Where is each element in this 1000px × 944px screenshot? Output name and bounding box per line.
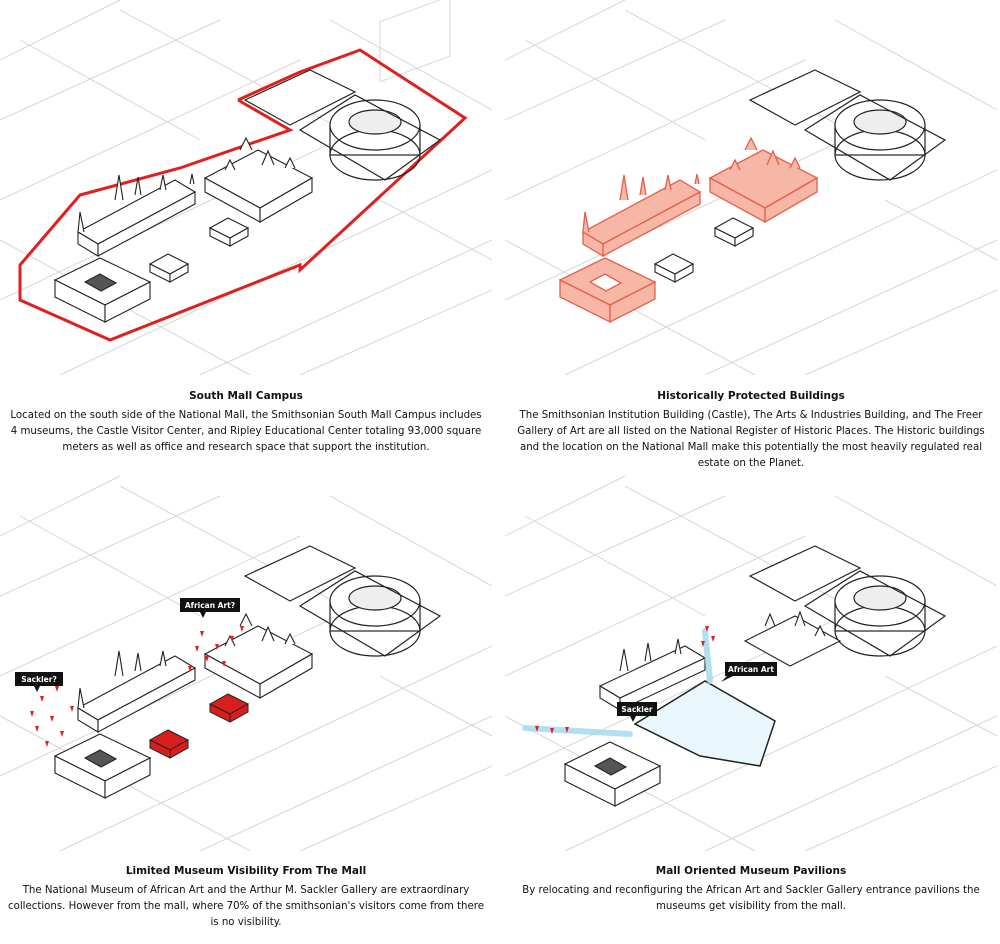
pavilion-african-art-red: [208, 693, 250, 723]
castle-building: [598, 638, 707, 711]
label-sackler: Sackler: [617, 702, 657, 722]
freer-gallery: [563, 741, 662, 807]
svg-text:Sackler?: Sackler?: [21, 675, 57, 684]
campus-map-diagram: African Art? Sackler?: [0, 476, 492, 851]
visitor-flow-paths: [522, 628, 713, 737]
campus-map-diagram: [0, 0, 492, 375]
arts-industries-building-highlight: [708, 136, 819, 224]
new-mall-plaza: [633, 680, 776, 767]
freer-gallery: [53, 733, 152, 799]
pavilion-sackler-red: [148, 729, 190, 759]
panel-title: Limited Museum Visibility From The Mall: [125, 865, 367, 877]
panel-description: Located on the south side of the Nationa…: [10, 410, 482, 453]
castle-building: [76, 650, 197, 733]
castle-building-highlight: [581, 173, 702, 258]
svg-text:Sackler: Sackler: [621, 705, 653, 714]
caption-block: Mall Oriented Museum Pavilions By reloca…: [505, 865, 997, 915]
panel-description: The Smithsonian Institution Building (Ca…: [517, 410, 985, 469]
castle-building: [76, 173, 197, 257]
hirshhorn-rotunda: [834, 99, 926, 181]
freer-gallery-highlight: [558, 257, 657, 324]
campus-map-diagram: African Art Sackler: [505, 476, 997, 851]
context-streets: [0, 476, 492, 851]
label-african-art-question: African Art?: [180, 598, 240, 618]
freer-gallery: [53, 257, 152, 323]
context-streets: [0, 0, 492, 375]
panel-mall-oriented-pavilions: African Art Sackler Mall Oriented Museum…: [505, 476, 997, 944]
panel-title: Mall Oriented Museum Pavilions: [655, 865, 847, 877]
hirshhorn-plaza: [298, 94, 442, 181]
caption-block: South Mall Campus Located on the south s…: [0, 390, 492, 456]
hirshhorn-rotunda: [329, 575, 421, 657]
label-sackler-question: Sackler?: [15, 672, 63, 692]
hirshhorn-plaza: [803, 94, 947, 181]
hirshhorn-plaza: [803, 570, 947, 657]
pavilion-african-art: [713, 217, 755, 247]
panel-description: The National Museum of African Art and t…: [7, 885, 485, 928]
arts-industries-building: [203, 136, 314, 223]
hirshhorn-rotunda: [834, 575, 926, 657]
hirshhorn-rotunda: [329, 99, 421, 181]
pavilion-sackler: [653, 253, 695, 283]
campus-boundary: [18, 48, 468, 342]
label-african-art: African Art: [721, 662, 777, 682]
visitor-arrows: [30, 626, 244, 747]
panel-limited-visibility: African Art? Sackler? Limited Museum Vis…: [0, 476, 492, 944]
caption-block: Historically Protected Buildings The Smi…: [505, 390, 997, 472]
panel-south-mall-campus: South Mall Campus Located on the south s…: [0, 0, 492, 468]
context-streets: [505, 476, 997, 851]
arts-industries-building: [743, 610, 842, 667]
panel-title: Historically Protected Buildings: [657, 390, 845, 402]
hirshhorn-plaza: [298, 570, 442, 657]
svg-text:African Art?: African Art?: [185, 601, 235, 610]
svg-text:African Art: African Art: [728, 665, 774, 674]
parcel-north: [748, 69, 862, 126]
parcel-north: [243, 545, 357, 602]
caption-block: Limited Museum Visibility From The Mall …: [0, 865, 492, 931]
pavilion-african-art: [208, 217, 250, 247]
parcel-north: [748, 545, 862, 602]
panel-description: By relocating and reconfiguring the Afri…: [522, 885, 980, 912]
panel-historically-protected: Historically Protected Buildings The Smi…: [505, 0, 997, 469]
panel-title: South Mall Campus: [189, 390, 303, 402]
pavilion-sackler: [148, 253, 190, 283]
arts-industries-building: [203, 612, 314, 699]
context-streets: [505, 0, 997, 375]
parcel-north: [243, 69, 357, 126]
campus-map-diagram: [505, 0, 997, 375]
